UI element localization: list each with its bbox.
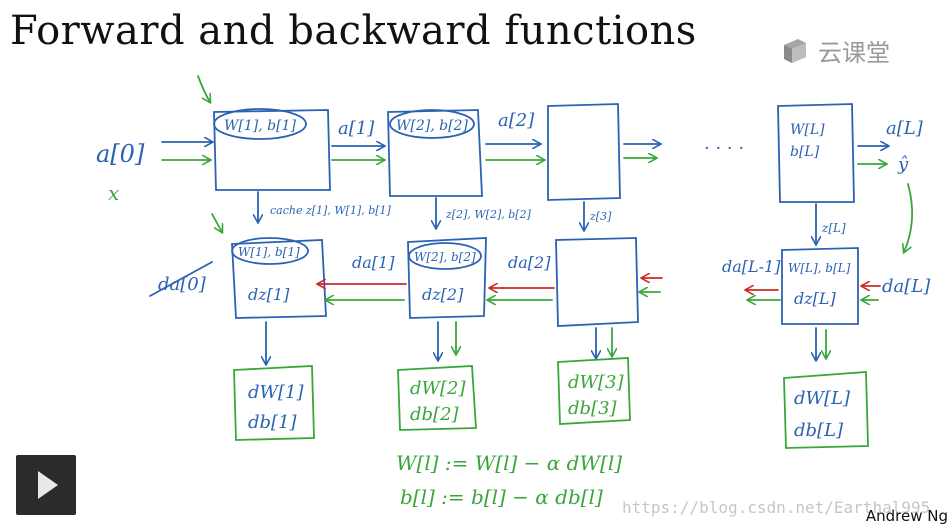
grad-box-2 — [397, 365, 477, 431]
slide-title: Forward and backward functions — [10, 8, 697, 54]
input-alt-label: x — [108, 181, 119, 205]
gradL-w: dW[L] — [794, 388, 851, 409]
grad-box-1 — [233, 365, 315, 441]
cloud-classroom-icon — [784, 39, 806, 63]
grad1-b: db[1] — [248, 412, 298, 433]
yhat-label: ŷ — [897, 154, 909, 175]
daL-label: da[L] — [882, 276, 931, 297]
cache2-label: z[2], W[2], b[2] — [445, 208, 532, 221]
play-icon — [38, 471, 58, 499]
params-ellipse-1 — [213, 108, 307, 140]
grad-box-3 — [557, 357, 631, 425]
update-w-rule: W[l] := W[l] − α dW[l] — [396, 451, 622, 475]
back-block2-params: W[2], b[2] — [414, 250, 476, 264]
da2-label: da[2] — [508, 253, 551, 272]
forward-block-3 — [547, 103, 621, 201]
back-params-ellipse-2 — [408, 242, 482, 270]
input-label: a[0] — [96, 140, 145, 168]
cache3-label: z[3] — [589, 210, 612, 223]
block2-params-label: W[2], b[2] — [396, 118, 468, 134]
grad2-b: db[2] — [410, 404, 460, 425]
author-credit: Andrew Ng — [865, 507, 948, 525]
out1-label: a[1] — [338, 118, 375, 139]
backward-block-2 — [407, 237, 487, 319]
back-block2-dz: dz[2] — [422, 285, 464, 304]
back-block1-dz: dz[1] — [248, 285, 290, 304]
grad-box-L — [783, 371, 869, 449]
logo-text: 云课堂 — [818, 38, 890, 67]
grad3-w: dW[3] — [568, 372, 624, 393]
forward-block-L — [777, 103, 855, 203]
out2-label: a[2] — [498, 110, 535, 131]
play-button[interactable] — [16, 455, 76, 515]
backward-block-L — [781, 247, 859, 325]
da1-label: da[1] — [352, 253, 395, 272]
strike-line — [149, 261, 213, 297]
params-ellipse-2 — [389, 109, 475, 139]
backward-block-1 — [231, 239, 327, 319]
watermark: https://blog.csdn.net/Earthal995 — [622, 498, 931, 517]
back-blockL-dz: dz[L] — [794, 289, 837, 308]
grad1-w: dW[1] — [248, 382, 304, 403]
blockL-w-label: W[L] — [790, 122, 825, 138]
blockL-b-label: b[L] — [790, 144, 820, 160]
back-block1-params: W[1], b[1] — [238, 245, 300, 259]
grad2-w: dW[2] — [410, 378, 466, 399]
back-blockL-params: W[L], b[L] — [788, 261, 851, 275]
forward-block-1 — [213, 109, 331, 191]
back-params-ellipse-1 — [231, 237, 309, 265]
ellipsis: · · · · — [704, 138, 744, 159]
daLm1-label: da[L-1] — [722, 257, 781, 276]
update-b-rule: b[l] := b[l] − α db[l] — [400, 485, 603, 509]
backward-block-3 — [555, 237, 639, 327]
outL-label: a[L] — [886, 118, 924, 139]
gradL-b: db[L] — [794, 420, 844, 441]
struck-da0-label: da[0] — [158, 274, 207, 295]
cacheL-label: z[L] — [821, 221, 846, 235]
logo: 云课堂 — [780, 30, 890, 70]
grad3-b: db[3] — [568, 398, 618, 419]
block1-params-label: W[1], b[1] — [224, 118, 296, 134]
cache1-label: cache z[1], W[1], b[1] — [270, 204, 392, 217]
